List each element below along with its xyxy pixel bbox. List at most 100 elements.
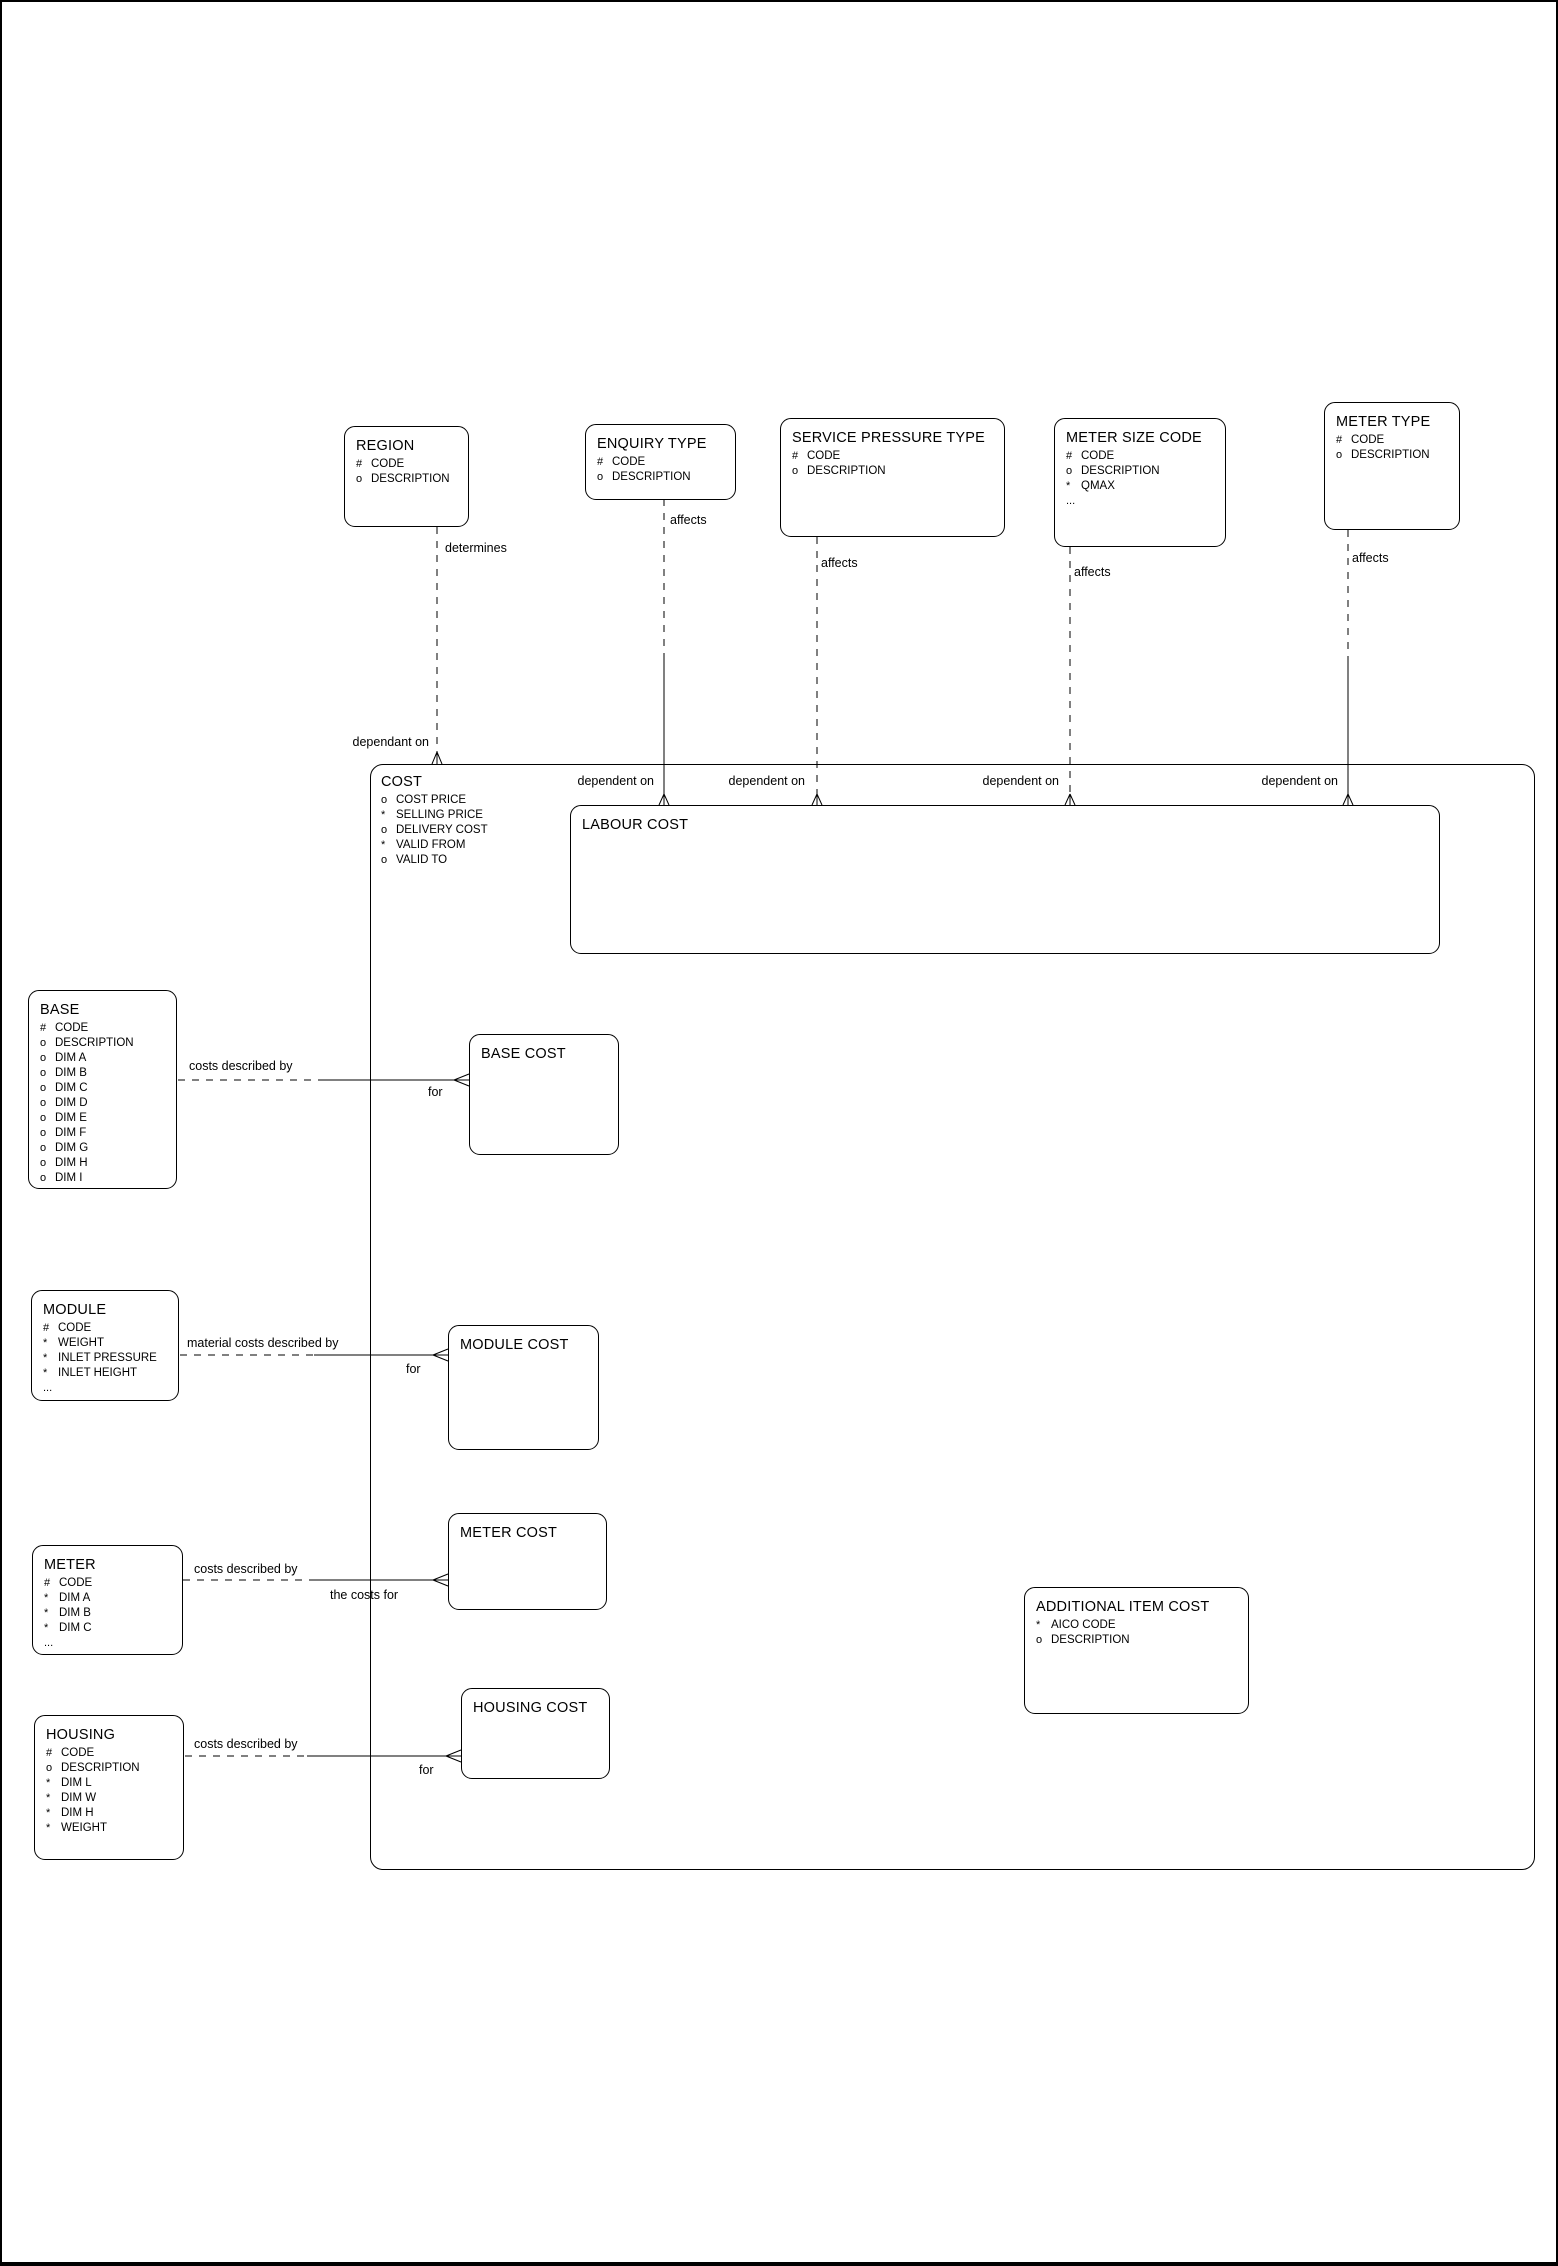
crow-foot-metersize-labour [1064, 793, 1076, 806]
attribute-row: *WEIGHT [46, 1821, 177, 1836]
attribute-list: #CODE*DIM A*DIM B*DIM C... [44, 1576, 176, 1651]
attribute-name: DIM L [61, 1777, 92, 1789]
attribute-optionality: ... [1066, 495, 1076, 507]
crow-foot-metertype-labour [1342, 793, 1354, 806]
attribute-name: DESCRIPTION [371, 473, 450, 485]
attribute-optionality: o [1036, 1634, 1043, 1646]
entity-meter-cost: METER COST [448, 1513, 607, 1610]
entity-title: HOUSING [46, 1727, 116, 1743]
attribute-optionality: o [40, 1172, 47, 1184]
attribute-name: CODE [807, 450, 841, 462]
relationship-label-affects-service: affects [821, 556, 858, 570]
attribute-optionality: o [381, 854, 388, 866]
attribute-name: DIM E [55, 1112, 87, 1124]
attribute-row: *DIM A [44, 1591, 176, 1606]
attribute-name: DESCRIPTION [1081, 465, 1160, 477]
entity-title: METER TYPE [1336, 414, 1431, 430]
attribute-name: DESCRIPTION [1051, 1634, 1130, 1646]
attribute-list: #CODE*WEIGHT*INLET PRESSURE*INLET HEIGHT… [43, 1321, 172, 1396]
attribute-optionality: # [44, 1577, 51, 1589]
attribute-row: o DESCRIPTION [1036, 1633, 1242, 1648]
attribute-name: CODE [61, 1747, 95, 1759]
entity-title: BASE [40, 1002, 80, 1018]
attribute-name: DELIVERY COST [396, 824, 488, 836]
attribute-name: DIM A [59, 1592, 91, 1604]
attribute-name: CODE [58, 1322, 92, 1334]
attribute-name: CODE [1351, 434, 1385, 446]
attribute-row: * AICO CODE [1036, 1618, 1242, 1633]
attribute-name: DESCRIPTION [807, 465, 886, 477]
attribute-optionality: o [356, 473, 363, 485]
attribute-name: AICO CODE [1051, 1619, 1116, 1631]
attribute-row: #CODE [356, 457, 462, 472]
attribute-name: CODE [1081, 450, 1115, 462]
attribute-optionality: o [46, 1762, 53, 1774]
attribute-optionality: * [44, 1607, 49, 1619]
attribute-optionality: # [1336, 434, 1343, 446]
relationship-label-meter-costs-described-by: costs described by [194, 1562, 298, 1576]
attribute-optionality: o [40, 1067, 47, 1079]
attribute-row: *DIM B [44, 1606, 176, 1621]
attribute-row: ... [44, 1636, 176, 1651]
relationship-label-dependent-on-2: dependent on [728, 774, 805, 788]
relationship-label-determines: determines [445, 541, 507, 555]
attribute-name: CODE [59, 1577, 93, 1589]
attribute-optionality: * [43, 1337, 48, 1349]
relationship-label-base-costs-described-by: costs described by [189, 1059, 293, 1073]
attribute-name: SELLING PRICE [396, 809, 483, 821]
attribute-name: VALID FROM [396, 839, 466, 851]
entity-title: METER COST [460, 1525, 558, 1541]
attribute-optionality: o [1336, 449, 1343, 461]
attribute-name: COST PRICE [396, 794, 467, 806]
crow-foot-service-labour [811, 793, 823, 806]
attribute-row: o DESCRIPTION [1066, 464, 1219, 479]
attribute-row: # CODE [44, 1576, 176, 1591]
entity-meter: METER #CODE*DIM A*DIM B*DIM C... [32, 1545, 183, 1655]
attribute-row: #CODE [597, 455, 729, 470]
attribute-name: DIM F [55, 1127, 87, 1139]
attribute-optionality: # [597, 456, 604, 468]
attribute-optionality: * [381, 809, 386, 821]
attribute-row: #CODE [792, 449, 998, 464]
attribute-optionality: o [40, 1082, 47, 1094]
attribute-row: *INLET PRESSURE [43, 1351, 172, 1366]
relationship-label-base-for: for [428, 1085, 443, 1099]
relationship-label-dependent-on-4: dependent on [1261, 774, 1338, 788]
attribute-name: DIM H [55, 1157, 88, 1169]
attribute-optionality: * [46, 1792, 51, 1804]
attribute-name: DIM C [55, 1082, 88, 1094]
attribute-optionality: # [46, 1747, 53, 1759]
attribute-name: DIM C [59, 1622, 92, 1634]
relationship-label-affects-enquiry: affects [670, 513, 707, 527]
attribute-row: #CODE [40, 1021, 170, 1036]
attribute-row: *DIM C [44, 1621, 176, 1636]
attribute-optionality: * [1036, 1619, 1041, 1631]
entity-title: MODULE COST [460, 1337, 569, 1353]
attribute-row: o VALID TO [381, 853, 1528, 868]
relationship-label-housing-for: for [419, 1763, 434, 1777]
attribute-row: ... [43, 1381, 172, 1396]
attribute-optionality: # [43, 1322, 50, 1334]
attribute-name: DIM B [55, 1067, 87, 1079]
attribute-name: DIM D [55, 1097, 88, 1109]
attribute-optionality: * [381, 839, 386, 851]
attribute-optionality: o [1066, 465, 1073, 477]
attribute-name: INLET HEIGHT [58, 1367, 138, 1379]
attribute-name: VALID TO [396, 854, 448, 866]
attribute-row: #CODE [1066, 449, 1219, 464]
attribute-optionality: o [597, 471, 604, 483]
relationship-label-meter-the-costs-for: the costs for [330, 1588, 399, 1602]
attribute-optionality: * [43, 1367, 48, 1379]
